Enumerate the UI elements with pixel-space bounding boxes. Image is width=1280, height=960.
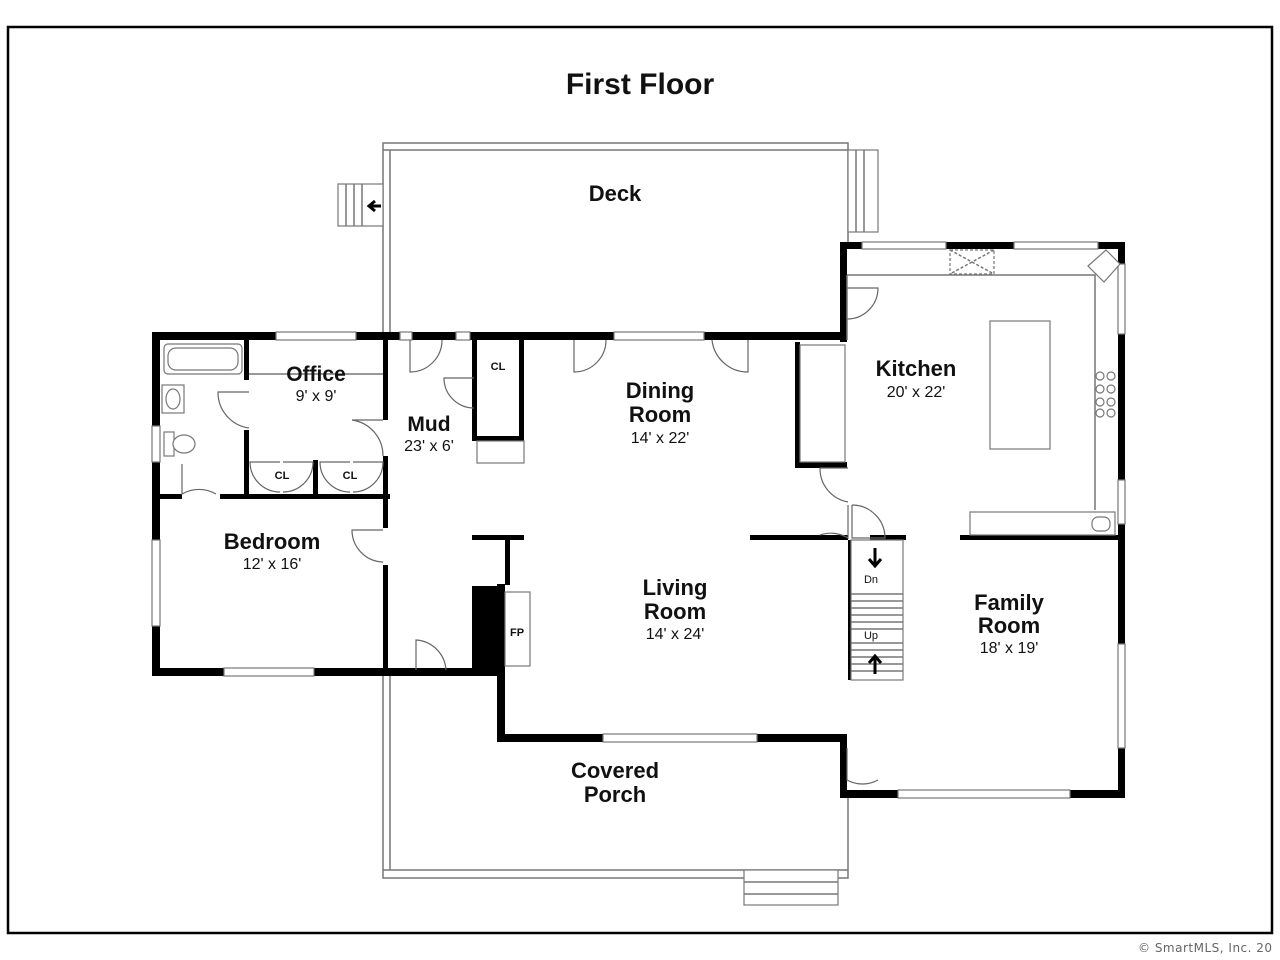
- office-closet-left-label: CL: [275, 470, 290, 482]
- copyright-notice: © SmartMLS, Inc. 20: [1138, 941, 1273, 955]
- arrow-left-icon: [366, 199, 381, 213]
- windows: [151, 241, 1126, 799]
- arrow-up-icon: [867, 653, 883, 674]
- kitchen-sink: [1087, 249, 1121, 283]
- fireplace-label: FP: [510, 627, 524, 639]
- office-dims: 9' x 9': [296, 388, 337, 405]
- dining-dims: 14' x 22': [631, 430, 690, 447]
- mud-label: Mud: [407, 413, 450, 436]
- range-icon: [1095, 371, 1116, 418]
- page-frame: [6, 25, 1274, 935]
- living-label-line1: Living: [643, 575, 708, 600]
- kitchen-dims: 20' x 22': [887, 384, 946, 401]
- bedroom-dims: 12' x 16': [243, 556, 302, 573]
- stairs-up-label: Up: [864, 630, 878, 642]
- staircase: Dn Up: [850, 539, 904, 681]
- bedroom-label: Bedroom: [224, 529, 321, 554]
- arrow-down-icon: [867, 548, 883, 569]
- living-dims: 14' x 24': [646, 626, 705, 643]
- fireplace: [472, 586, 500, 672]
- mud-dims: 23' x 6': [404, 438, 454, 455]
- living-label-line2: Room: [644, 599, 706, 624]
- fixtures: [161, 249, 1121, 667]
- porch-label-line2: Porch: [584, 782, 646, 807]
- covered-porch: [382, 672, 849, 906]
- porch-label-line1: Covered: [571, 758, 659, 783]
- office-closet-right-label: CL: [343, 470, 358, 482]
- interior-walls: [160, 340, 1118, 680]
- kitchen-island: [989, 320, 1051, 450]
- family-label-line1: Family: [974, 590, 1044, 615]
- kitchen-label: Kitchen: [876, 356, 957, 381]
- mud-closet-label: CL: [491, 361, 506, 373]
- deck-label: Deck: [589, 181, 642, 206]
- stairs-down-label: Dn: [864, 574, 878, 586]
- doors: [181, 287, 886, 785]
- family-dims: 18' x 19': [980, 640, 1039, 657]
- deck: [337, 142, 879, 336]
- office-label: Office: [286, 363, 346, 386]
- page-title: First Floor: [566, 68, 715, 101]
- family-label-line2: Room: [978, 613, 1040, 638]
- dining-label-line2: Room: [629, 402, 691, 427]
- dining-label-line1: Dining: [626, 378, 694, 403]
